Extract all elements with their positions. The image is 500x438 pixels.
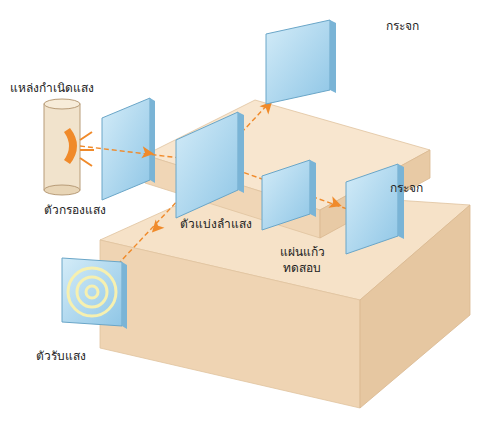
detector-label: ตัวรับแสง [36,348,86,364]
mirror-label: กระจก [390,180,423,196]
lower-block-front [100,240,360,408]
beam-splitter-edge [238,112,244,193]
light-source-label: แหล่งกำเนิดแสง [10,80,94,96]
light-beams [80,72,350,262]
beam-splitter-label: ตัวแบ่งลำแสง [180,216,252,232]
mirror-right [346,164,398,254]
filter-plate [102,98,150,200]
mirror-label: กระจก [386,18,419,34]
light-source [44,99,94,195]
detector [62,258,127,329]
test-plate-edge [310,160,316,217]
filter-label: ตัวกรองแสง [44,202,106,218]
beam-arrows [141,70,343,237]
filter-edge [150,98,155,183]
beam-splitter [176,112,238,218]
mirror-top-edge [330,20,336,93]
mirror-top [266,20,330,104]
mirror-right-edge [398,164,404,239]
test-plate [262,160,310,230]
test-plate-label: แผ่นแก้ว ทดสอบ [270,244,334,276]
